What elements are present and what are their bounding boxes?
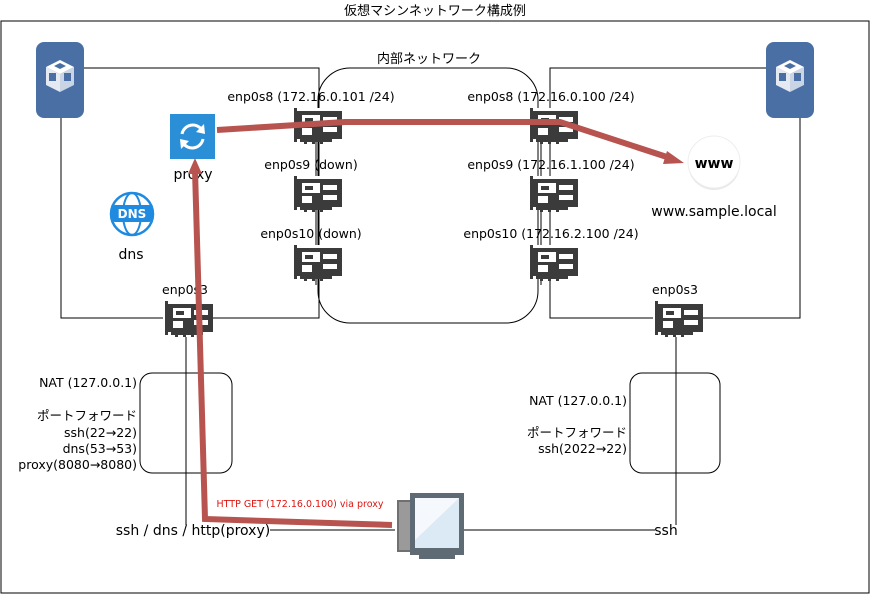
left-virtualbox-icon <box>36 42 84 118</box>
proxy-icon <box>170 114 215 159</box>
left-vm-frame <box>60 67 320 319</box>
left-access-label: ssh / dns / http(proxy) <box>116 523 270 539</box>
right-virtualbox-icon <box>766 42 814 118</box>
www-icon-text: www <box>695 156 734 172</box>
right-nat-address: NAT (127.0.0.1) <box>529 393 627 408</box>
left-enp0s9-label: enp0s9 (down) <box>264 157 357 172</box>
left-port-forward-title: ポートフォワード <box>37 408 137 423</box>
left-nic-enp0s3 <box>163 301 213 337</box>
right-nic-enp0s10 <box>528 245 578 281</box>
right-nic-enp0s3 <box>653 301 703 337</box>
http-flow-arrowhead <box>663 151 684 164</box>
right-enp0s8-label: enp0s8 (172.16.0.100 /24) <box>467 89 634 104</box>
right-access-label: ssh <box>654 523 677 539</box>
right-nic-enp0s9 <box>528 176 578 212</box>
left-nic-enp0s10 <box>292 245 342 281</box>
left-nic-enp0s9 <box>292 176 342 212</box>
outer-frame <box>0 20 870 594</box>
left-port-forward-rule: proxy(8080→8080) <box>18 457 137 472</box>
right-enp0s10-label: enp0s10 (172.16.2.100 /24) <box>463 226 638 241</box>
http-flow-client-to-proxy <box>192 169 393 528</box>
internal-network-frame <box>317 67 539 324</box>
left-nat-address: NAT (127.0.0.1) <box>39 375 137 390</box>
dns-icon-text: DNS <box>118 207 147 221</box>
right-vm-frame <box>549 67 801 319</box>
right-enp0s9-label: enp0s9 (172.16.1.100 /24) <box>467 157 634 172</box>
right-port-forward-title: ポートフォワード <box>527 425 627 440</box>
www-label: www.sample.local <box>651 204 777 220</box>
www-globe-icon: www <box>687 135 741 190</box>
client-pc-icon <box>397 493 464 559</box>
http-flow-arrowhead <box>188 158 202 174</box>
http-flow-label: HTTP GET (172.16.0.100) via proxy <box>216 499 383 510</box>
left-port-forward-rule: ssh(22→22) <box>64 425 137 440</box>
right-nat-box <box>629 372 721 474</box>
dns-label: dns <box>118 247 143 263</box>
right-enp0s3-label: enp0s3 <box>652 282 698 297</box>
left-enp0s10-label: enp0s10 (down) <box>260 226 361 241</box>
left-port-forward-rule: dns(53→53) <box>63 441 137 456</box>
internal-network-label: 内部ネットワーク <box>377 51 481 67</box>
dns-icon: DNS <box>109 191 155 237</box>
http-flow-proxy-to-www <box>216 119 671 161</box>
right-port-forward-rule: ssh(2022→22) <box>538 441 627 456</box>
diagram-title: 仮想マシンネットワーク構成例 <box>344 3 526 19</box>
left-enp0s8-label: enp0s8 (172.16.0.101 /24) <box>227 89 394 104</box>
